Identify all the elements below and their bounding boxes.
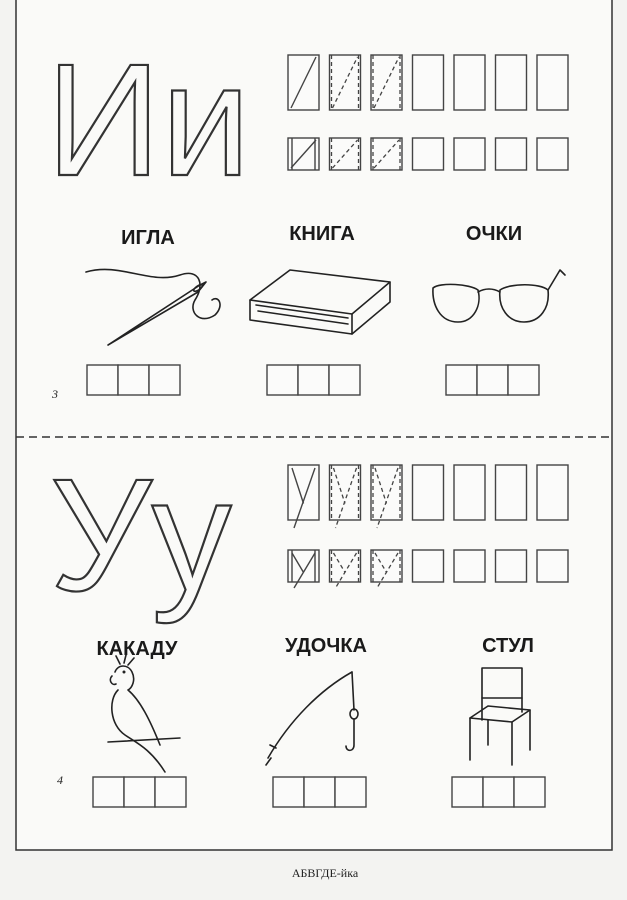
letter-box[interactable] xyxy=(451,776,484,808)
practice-box xyxy=(411,54,445,111)
practice-box xyxy=(370,464,403,521)
letter-box[interactable] xyxy=(482,776,515,808)
practice-box xyxy=(411,137,445,171)
book-icon xyxy=(249,269,391,335)
word-label: УДОЧКА xyxy=(285,635,367,657)
chair-icon xyxy=(469,667,531,766)
word-label: ОЧКИ xyxy=(466,223,522,245)
letter-boxes xyxy=(92,776,546,808)
page-number: 4 xyxy=(57,773,63,787)
letter-box[interactable] xyxy=(328,364,361,396)
letter-box[interactable] xyxy=(266,364,299,396)
writing-practice-rows-u xyxy=(287,464,569,589)
fishing-rod-icon xyxy=(265,671,359,766)
word-label: СТУЛ xyxy=(482,635,534,657)
letter-box[interactable] xyxy=(117,364,150,396)
big-letter-u: Уу xyxy=(50,445,232,624)
letter-box[interactable] xyxy=(297,364,330,396)
letter-box[interactable] xyxy=(92,776,125,808)
letter-box[interactable] xyxy=(123,776,156,808)
letter-boxes xyxy=(86,364,540,396)
practice-box xyxy=(453,464,486,521)
letter-box[interactable] xyxy=(272,776,305,808)
letter-box[interactable] xyxy=(303,776,336,808)
word-label: КНИГА xyxy=(289,223,355,245)
cockatoo-icon xyxy=(107,654,181,773)
practice-box xyxy=(536,137,569,171)
writing-practice-rows-i xyxy=(287,54,569,171)
letter-box[interactable] xyxy=(476,364,509,396)
practice-box xyxy=(453,549,486,583)
letter-box[interactable] xyxy=(513,776,546,808)
practice-box xyxy=(494,137,528,171)
big-letter-i: Ии xyxy=(46,30,250,209)
page-number: 3 xyxy=(51,387,58,401)
practice-box xyxy=(453,54,486,111)
letter-box[interactable] xyxy=(334,776,367,808)
practice-box xyxy=(536,549,569,583)
practice-box xyxy=(411,464,445,521)
needle-thread-icon xyxy=(85,268,221,346)
practice-box xyxy=(370,137,403,171)
practice-box xyxy=(328,464,362,521)
practice-box xyxy=(287,464,320,521)
practice-box xyxy=(453,137,486,171)
letter-box[interactable] xyxy=(507,364,540,396)
glasses-icon xyxy=(432,269,566,323)
practice-box xyxy=(536,464,569,521)
letter-box[interactable] xyxy=(445,364,478,396)
word-label: КАКАДУ xyxy=(97,638,179,660)
letter-box[interactable] xyxy=(86,364,119,396)
letter-box[interactable] xyxy=(148,364,181,396)
practice-box xyxy=(494,54,528,111)
footer-publisher: АБВГДЕ-йка xyxy=(292,866,359,880)
practice-box xyxy=(536,54,569,111)
letter-box[interactable] xyxy=(154,776,187,808)
practice-box xyxy=(411,549,445,583)
practice-box xyxy=(494,464,528,521)
practice-box xyxy=(494,549,528,583)
word-label: ИГЛА xyxy=(121,227,175,249)
